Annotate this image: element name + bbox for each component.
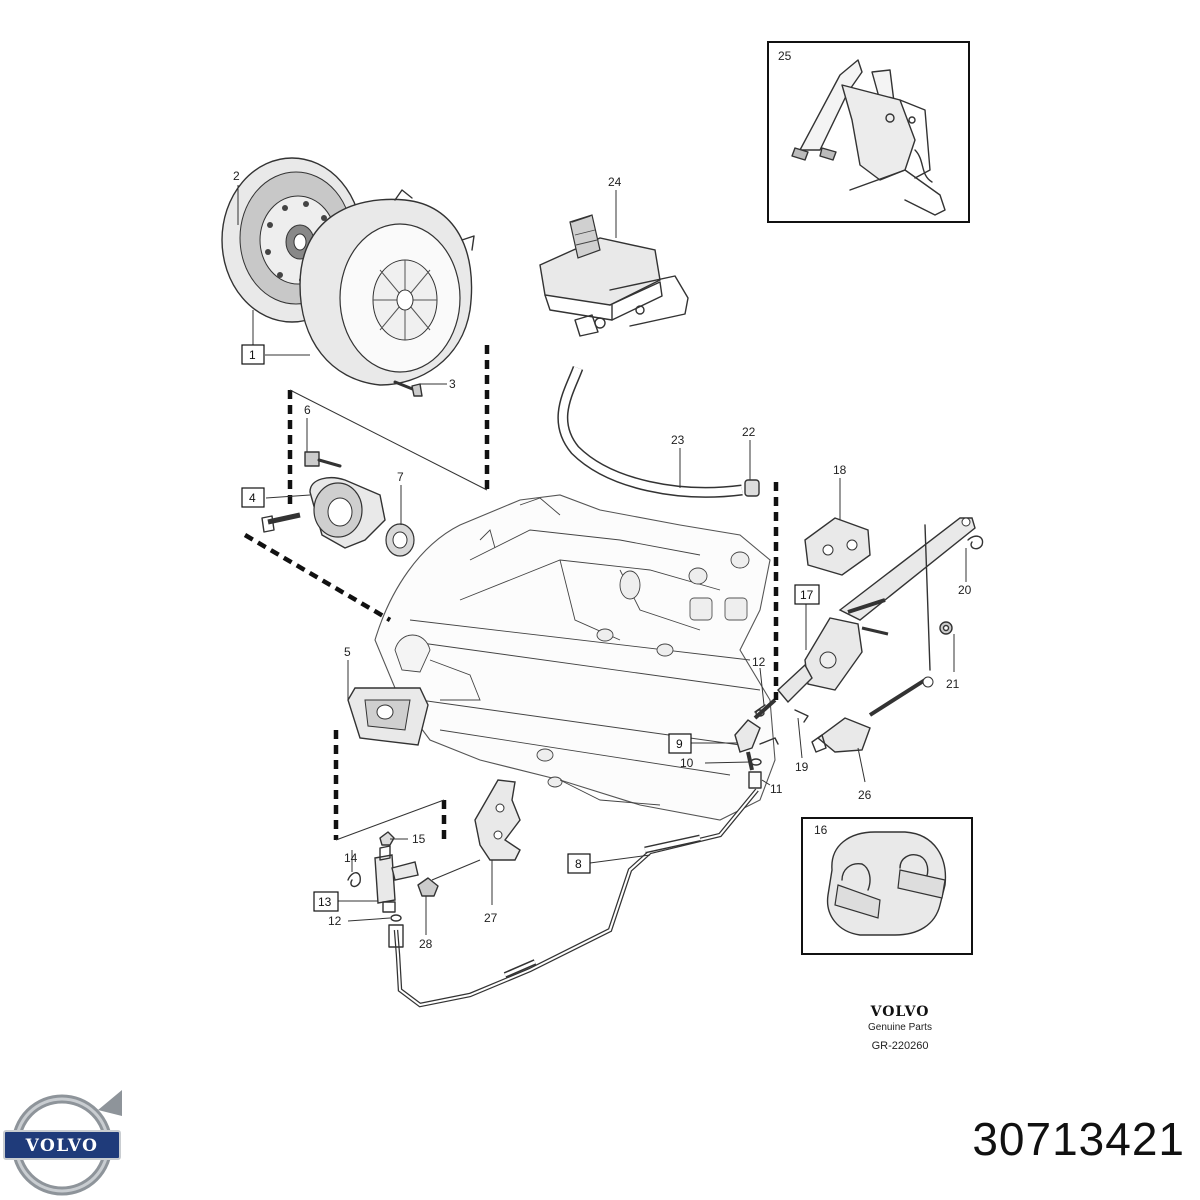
- label-part-24: 24: [608, 175, 622, 189]
- label-part-26: 26: [858, 788, 872, 802]
- svg-text:1: 1: [249, 348, 256, 362]
- label-part-27: 27: [484, 911, 498, 925]
- retaining-clip: [759, 709, 809, 745]
- label-part-14: 14: [344, 851, 358, 865]
- label-part-8: 8: [567, 853, 591, 874]
- assembly-grouping-lines: [243, 345, 779, 841]
- label-part-12-upper: 12: [752, 655, 766, 669]
- label-part-4: 4: [241, 487, 265, 508]
- volvo-logo: VOLVO: [3, 1090, 122, 1196]
- spring-clip: [967, 535, 984, 550]
- pipe-bracket: [474, 779, 521, 861]
- pipe-connector: [734, 698, 777, 789]
- concentric-slave-cylinder: [261, 477, 386, 549]
- release-bearing: [385, 523, 415, 557]
- drawing-reference: GR-220260: [871, 1040, 929, 1052]
- gearbox-housing: [374, 494, 776, 821]
- svg-text:9: 9: [676, 737, 683, 751]
- hose-connector: [811, 717, 871, 753]
- label-part-20: 20: [958, 583, 972, 597]
- svg-text:4: 4: [249, 491, 256, 505]
- part-labels: 2 1 3 6 4 7 24 23 22 25 18 20 17 21 12 5…: [233, 49, 972, 951]
- inset-hose-clip: [801, 817, 973, 955]
- brand-name: VOLVO: [870, 1004, 930, 1020]
- label-part-12-lower: 12: [328, 914, 342, 928]
- brand-subtitle: Genuine Parts: [868, 1022, 932, 1033]
- label-part-15: 15: [412, 832, 426, 846]
- slave-cylinder: [777, 598, 889, 704]
- label-part-16: 16: [814, 823, 828, 837]
- clutch-master-cylinder: [539, 214, 689, 337]
- seal-ring: [390, 709, 765, 922]
- svg-text:13: 13: [318, 895, 332, 909]
- label-part-18: 18: [833, 463, 847, 477]
- release-lever: [838, 517, 976, 717]
- reservoir-hose: [557, 366, 743, 498]
- hose-clamp: [744, 479, 760, 497]
- svg-text:17: 17: [800, 588, 814, 602]
- label-part-17: 17: [794, 584, 820, 605]
- leader-lines: [237, 185, 967, 935]
- bolt: [393, 380, 423, 397]
- label-part-23: 23: [671, 433, 685, 447]
- bleed-fitting: [374, 845, 419, 913]
- label-part-21: 21: [946, 677, 960, 691]
- label-part-22: 22: [742, 425, 756, 439]
- gasket: [804, 517, 871, 576]
- label-part-3: 3: [449, 377, 456, 391]
- part-number: 30713421: [972, 1113, 1185, 1165]
- label-part-6: 6: [304, 403, 311, 417]
- inset-pedal-assembly: [767, 41, 970, 223]
- label-part-2: 2: [233, 169, 240, 183]
- label-part-5: 5: [344, 645, 351, 659]
- bleed-nipple-cap: [379, 831, 395, 846]
- label-part-9: 9: [668, 733, 692, 754]
- label-part-19: 19: [795, 760, 809, 774]
- label-part-7: 7: [397, 470, 404, 484]
- lock-clip: [347, 872, 361, 888]
- label-part-25: 25: [778, 49, 792, 63]
- label-part-11: 11: [770, 782, 783, 796]
- label-part-1: 1: [241, 344, 265, 365]
- nut: [939, 621, 953, 635]
- hose-damper: [347, 687, 429, 746]
- logo-wordmark: VOLVO: [25, 1136, 99, 1156]
- guide-bolt: [304, 451, 342, 468]
- label-part-13: 13: [313, 891, 339, 912]
- clutch-pipe: [388, 788, 759, 1008]
- svg-text:8: 8: [575, 857, 582, 871]
- pressure-plate: [299, 189, 475, 386]
- label-part-28: 28: [419, 937, 433, 951]
- label-part-10: 10: [680, 756, 694, 770]
- bracket-bolt: [417, 877, 439, 897]
